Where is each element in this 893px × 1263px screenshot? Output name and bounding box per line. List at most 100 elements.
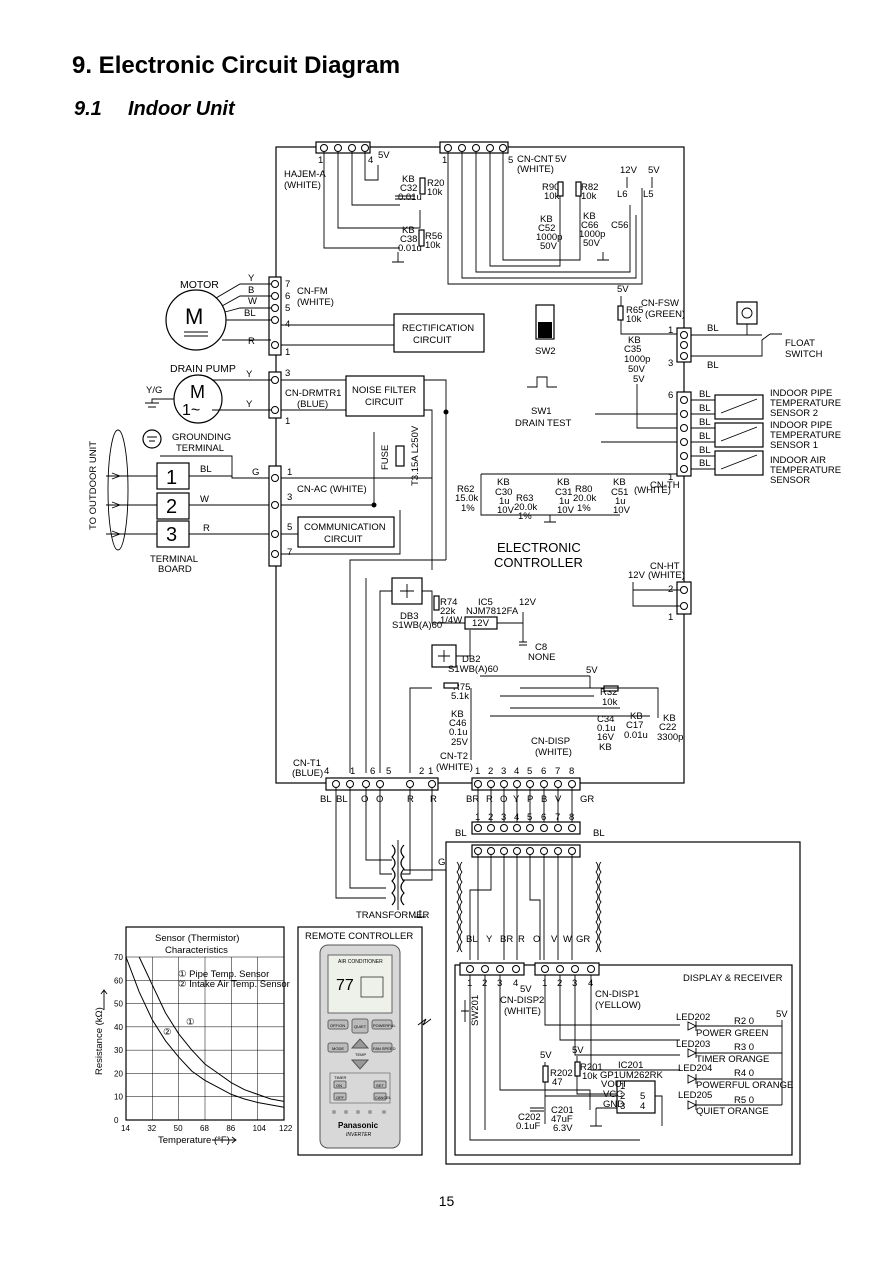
controller-label-2: CONTROLLER	[494, 555, 583, 570]
svg-text:TEMPERATURE: TEMPERATURE	[770, 430, 841, 441]
svg-text:47uF: 47uF	[551, 1114, 573, 1125]
svg-text:W: W	[563, 934, 572, 945]
chart-legend-1: ① Pipe Temp. Sensor	[178, 969, 269, 980]
svg-text:KB: KB	[630, 711, 643, 722]
svg-text:BL: BL	[466, 934, 478, 945]
svg-text:47: 47	[552, 1077, 563, 1088]
svg-text:MODE: MODE	[332, 1046, 344, 1051]
chart-legend-2: ② Intake Air Temp. Sensor	[178, 979, 290, 990]
svg-text:15.0k: 15.0k	[455, 493, 478, 504]
th-color: (WHITE)	[634, 485, 671, 496]
svg-text:BL: BL	[200, 464, 212, 475]
svg-text:QUIET: QUIET	[354, 1024, 367, 1029]
svg-text:10V: 10V	[497, 505, 515, 516]
svg-text:5.1k: 5.1k	[451, 691, 469, 702]
led-205: LED205 QUIET ORANGE R5 0	[678, 1090, 782, 1117]
receiver-circuit: 5V R202 47 5V R201 10k IC201 GP1UM262RK …	[516, 1045, 663, 1134]
svg-text:10V: 10V	[613, 505, 631, 516]
rect-l2: CIRCUIT	[413, 335, 452, 346]
svg-text:2: 2	[166, 496, 177, 518]
svg-text:INDOOR AIR: INDOOR AIR	[770, 455, 826, 466]
temp-down-icon[interactable]	[350, 1059, 370, 1070]
svg-text:SENSOR 2: SENSOR 2	[770, 408, 818, 419]
svg-text:2: 2	[620, 1091, 625, 1102]
remote-offon-button[interactable]	[327, 1019, 349, 1030]
svg-text:4: 4	[368, 155, 373, 166]
svg-text:5V: 5V	[540, 1050, 552, 1061]
r65-val: 10k	[626, 314, 642, 325]
svg-text:1: 1	[442, 155, 447, 166]
remote-screen	[327, 954, 393, 1014]
fm-color: (WHITE)	[297, 297, 334, 308]
c52-v: 50V	[540, 241, 558, 252]
section-title: Indoor Unit	[128, 98, 235, 120]
remote-fanspeed-button[interactable]	[371, 1042, 393, 1053]
svg-text:3: 3	[287, 492, 292, 503]
svg-text:LED204: LED204	[678, 1063, 712, 1074]
svg-text:BL: BL	[699, 417, 711, 428]
svg-text:1%: 1%	[518, 511, 532, 522]
svg-text:QUIET ORANGE: QUIET ORANGE	[696, 1106, 769, 1117]
sw201-label: SW201	[470, 995, 481, 1026]
hajem-color: (WHITE)	[284, 180, 321, 191]
svg-text:BL: BL	[699, 458, 711, 469]
c38-val: 0.01u	[398, 243, 422, 254]
svg-text:C22: C22	[659, 722, 676, 733]
svg-text:77: 77	[336, 977, 354, 994]
svg-text:S1WB(A)60: S1WB(A)60	[448, 664, 498, 675]
svg-text:4: 4	[513, 978, 518, 989]
remote-label: REMOTE CONTROLLER	[305, 931, 413, 942]
remote-powerful-button[interactable]	[371, 1019, 393, 1030]
svg-text:7: 7	[285, 279, 290, 290]
svg-text:GP1UM262RK: GP1UM262RK	[600, 1070, 663, 1081]
sw2-label: SW2	[535, 346, 556, 357]
svg-text:5V: 5V	[572, 1045, 584, 1056]
svg-text:POWER GREEN: POWER GREEN	[696, 1028, 768, 1039]
remote-quiet-button[interactable]	[351, 1018, 369, 1034]
svg-text:10k: 10k	[602, 697, 618, 708]
communication-circuit	[297, 516, 395, 548]
svg-text:INDOOR PIPE: INDOOR PIPE	[770, 420, 832, 431]
t1-color: (BLUE)	[292, 768, 323, 779]
svg-text:1: 1	[350, 766, 355, 777]
svg-text:INDOOR PIPE: INDOOR PIPE	[770, 388, 832, 399]
remote-timer-on-button[interactable]	[333, 1080, 347, 1089]
svg-text:R: R	[203, 523, 210, 534]
remote-cancel-button[interactable]	[373, 1092, 387, 1101]
svg-text:16V: 16V	[597, 732, 615, 743]
svg-text:TIMER ORANGE: TIMER ORANGE	[696, 1054, 769, 1065]
chart-xtick: 86	[226, 1124, 235, 1133]
drain-pump-label: DRAIN PUMP	[170, 363, 236, 375]
remote-mode-button[interactable]	[327, 1042, 349, 1053]
svg-text:12V: 12V	[472, 618, 490, 629]
svg-text:KB: KB	[451, 709, 464, 720]
svg-text:0.1u: 0.1u	[449, 727, 468, 738]
sw2-switch	[535, 304, 555, 340]
svg-text:12V: 12V	[519, 597, 537, 608]
chart-ytick: 60	[114, 976, 123, 985]
svg-text:6.3V: 6.3V	[553, 1123, 573, 1134]
svg-text:SENSOR: SENSOR	[770, 475, 810, 486]
remote-timer-off-button[interactable]	[333, 1092, 347, 1101]
temp-up-icon[interactable]	[350, 1038, 370, 1049]
l5-ref: L5	[643, 189, 654, 200]
terminal-board: 123 TERMINAL BOARD BL W R	[106, 429, 271, 575]
r56-val: 10k	[425, 240, 441, 251]
svg-text:SET: SET	[376, 1083, 384, 1088]
chart-title-2: Characteristics	[165, 945, 228, 956]
svg-text:BL: BL	[699, 389, 711, 400]
remote-set-button[interactable]	[373, 1080, 387, 1089]
svg-text:BL: BL	[244, 308, 256, 319]
svg-text:C202: C202	[518, 1112, 541, 1123]
c66-val: 1000p	[579, 229, 605, 240]
svg-text:C30: C30	[495, 487, 512, 498]
remote-sub: INVERTER	[346, 1132, 372, 1138]
svg-text:R: R	[486, 794, 493, 805]
svg-text:②: ②	[163, 1027, 172, 1038]
page-title: 9. Electronic Circuit Diagram	[72, 52, 401, 79]
svg-text:3: 3	[620, 1101, 625, 1112]
svg-text:C8: C8	[535, 642, 547, 653]
svg-text:OFF/ON: OFF/ON	[330, 1023, 345, 1028]
